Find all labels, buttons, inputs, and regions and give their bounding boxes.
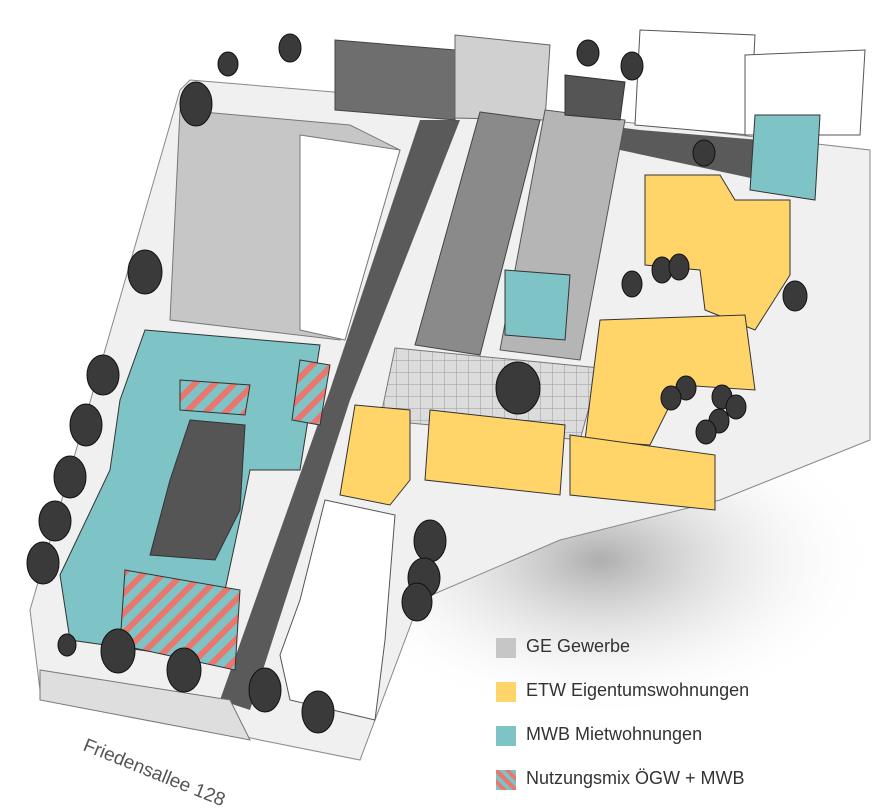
tree (495, 361, 541, 415)
legend-label-mwb: MWB Mietwohnungen (526, 724, 703, 744)
etw-south-east (569, 434, 716, 511)
legend-swatch-etw (496, 682, 516, 702)
tree (725, 394, 747, 420)
tree (692, 139, 716, 167)
legend-label-etw: ETW Eigentumswohnungen (526, 680, 750, 700)
tree (413, 519, 447, 563)
mwb-small-center (504, 269, 571, 341)
tree (668, 253, 690, 281)
tree (69, 403, 103, 447)
gewerbe-long-hall (414, 111, 541, 356)
tree (576, 39, 600, 67)
legend-swatch-mix (496, 770, 516, 790)
tree (86, 354, 120, 396)
legend-label-gewerbe: GE Gewerbe (526, 636, 631, 656)
tree (100, 628, 136, 674)
tree (278, 33, 302, 63)
tree (695, 419, 717, 445)
mix-north (179, 379, 251, 416)
tree (621, 270, 643, 298)
mix-east (291, 359, 331, 426)
legend-item-etw: ETW Eigentumswohnungen (496, 676, 876, 708)
context-building-ne (634, 29, 756, 136)
gewerbe-buildings (169, 34, 626, 361)
tree (127, 249, 163, 295)
trees (26, 33, 808, 734)
tree (782, 280, 808, 312)
tree (620, 51, 644, 81)
legend-label-mix: Nutzungsmix ÖGW + MWB (526, 768, 745, 788)
mwb-ne (749, 114, 821, 201)
tree (248, 667, 282, 713)
tree (301, 690, 335, 734)
legend-item-mwb: MWB Mietwohnungen (496, 720, 876, 752)
etw-buildings (339, 174, 791, 511)
mwb-buildings (59, 114, 821, 671)
tree (38, 500, 72, 542)
gewerbe-small (564, 74, 626, 121)
bottom-road (39, 669, 251, 741)
mwb-courtyard (149, 419, 246, 561)
tree (179, 81, 213, 127)
tree (53, 455, 87, 499)
legend-item-gewerbe: GE Gewerbe (496, 632, 876, 664)
legend-swatch-gewerbe (496, 638, 516, 658)
legend: GE Gewerbe ETW Eigentumswohnungen MWB Mi… (496, 632, 876, 808)
tree (217, 51, 239, 77)
gewerbe-hall-side (299, 134, 401, 341)
gewerbe-tower (454, 34, 551, 121)
context-buildings (279, 29, 866, 721)
main-road (220, 120, 460, 710)
tree (401, 582, 433, 622)
tree (26, 541, 60, 585)
legend-swatch-mwb (496, 726, 516, 746)
context-building-ne-2 (744, 49, 866, 136)
tree (166, 647, 202, 693)
etw-south-west (339, 404, 411, 506)
legend-item-mix: Nutzungsmix ÖGW + MWB (496, 764, 876, 796)
tree (660, 385, 682, 411)
mix-south (119, 569, 241, 671)
etw-south-center (424, 409, 566, 496)
tree (57, 633, 77, 657)
gewerbe-block-north (334, 39, 456, 121)
